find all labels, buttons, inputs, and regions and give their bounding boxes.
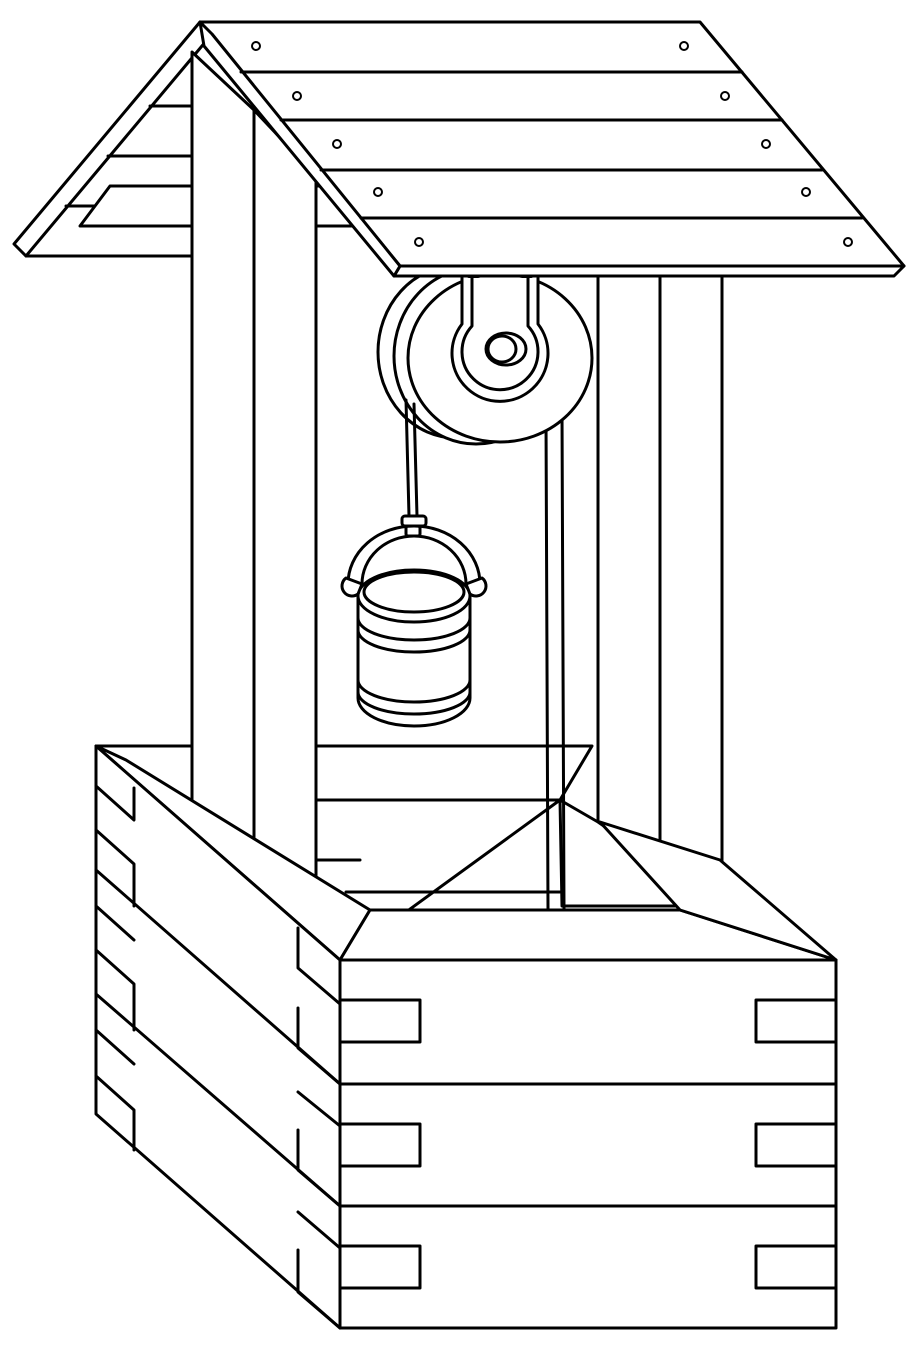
right-posts bbox=[596, 268, 724, 878]
rope bbox=[544, 410, 566, 912]
back-roof bbox=[12, 20, 214, 258]
well-rim bbox=[94, 744, 838, 962]
pulley-icon bbox=[376, 264, 594, 446]
well-front-face bbox=[338, 958, 838, 1330]
well-left-side bbox=[94, 744, 342, 1330]
left-posts bbox=[190, 50, 318, 878]
bucket-icon bbox=[340, 524, 488, 728]
front-roof bbox=[198, 20, 906, 278]
